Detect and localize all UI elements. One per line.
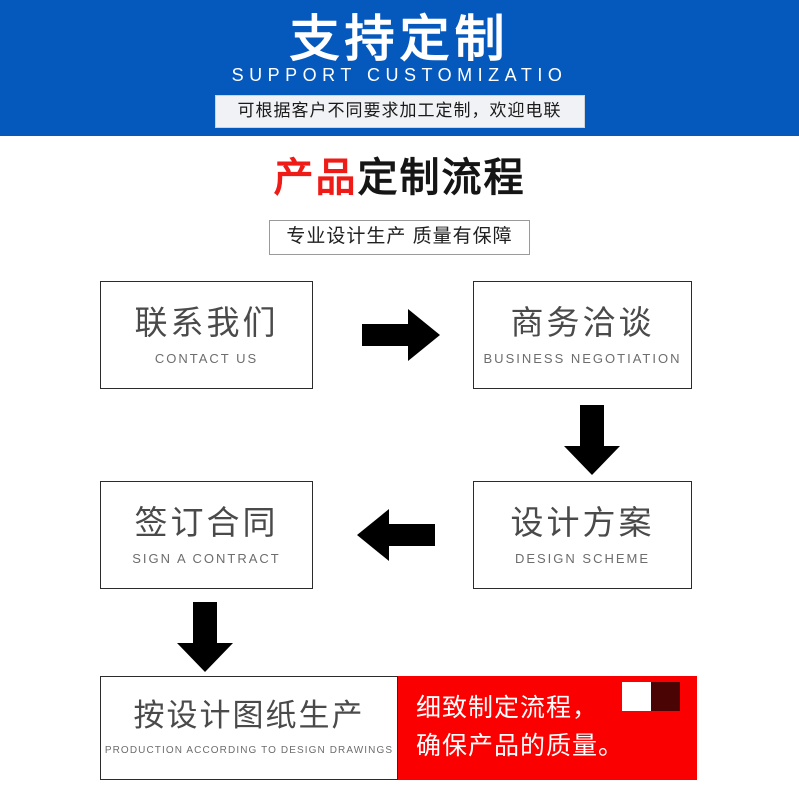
arrow-down-icon (176, 602, 234, 672)
flow-step-label-en: BUSINESS NEGOTIATION (483, 350, 682, 366)
arrow-left-icon (357, 507, 435, 563)
banner-subtitle: SUPPORT CUSTOMIZATIO (231, 65, 568, 85)
banner-tagline-container: 可根据客户不同要求加工定制，欢迎电联 (0, 95, 799, 128)
flow-step-label-cn: 签订合同 (134, 503, 279, 541)
flow-step-label-cn: 按设计图纸生产 (133, 698, 365, 733)
callout-line-2: 确保产品的质量。 (416, 732, 625, 760)
flow-step-label-en: CONTACT US (154, 350, 259, 366)
flow-step-label-cn: 联系我们 (134, 303, 279, 341)
flow-step-sign-a-contract[interactable]: 签订合同 SIGN A CONTRACT (100, 481, 313, 589)
section-title-highlight: 产品 (273, 156, 358, 200)
decorative-square-dark (651, 682, 680, 711)
flow-step-label-en: SIGN A CONTRACT (132, 550, 281, 566)
flow-step-design-scheme[interactable]: 设计方案 DESIGN SCHEME (473, 481, 692, 589)
flow-step-label-cn: 设计方案 (510, 503, 655, 541)
callout-text: 细致制定流程， 确保产品的质量。 (416, 689, 624, 765)
flow-step-business-negotiation[interactable]: 商务洽谈 BUSINESS NEGOTIATION (473, 281, 692, 389)
flow-step-label-cn: 商务洽谈 (510, 303, 655, 341)
header-banner: 支持定制 SUPPORT CUSTOMIZATIO 可根据客户不同要求加工定制，… (0, 0, 799, 136)
flow-step-label-en: PRODUCTION ACCORDING TO DESIGN DRAWINGS (104, 745, 394, 756)
section-title: 产品定制流程 (0, 152, 799, 204)
flow-step-production-according-to-design-drawings[interactable]: 按设计图纸生产 PRODUCTION ACCORDING TO DESIGN D… (100, 676, 398, 780)
arrow-down-icon (563, 405, 621, 475)
section-subtitle-container: 专业设计生产 质量有保障 (0, 220, 799, 255)
section-title-rest: 定制流程 (357, 156, 526, 200)
decorative-square-light (622, 682, 651, 711)
flow-step-label-en: DESIGN SCHEME (514, 550, 651, 566)
flow-step-contact-us[interactable]: 联系我们 CONTACT US (100, 281, 313, 389)
arrow-right-icon (362, 307, 440, 363)
callout-line-1: 细致制定流程， (416, 694, 599, 722)
section-subtitle: 专业设计生产 质量有保障 (269, 220, 530, 255)
banner-title: 支持定制 (289, 11, 510, 67)
banner-tagline: 可根据客户不同要求加工定制，欢迎电联 (214, 95, 585, 128)
